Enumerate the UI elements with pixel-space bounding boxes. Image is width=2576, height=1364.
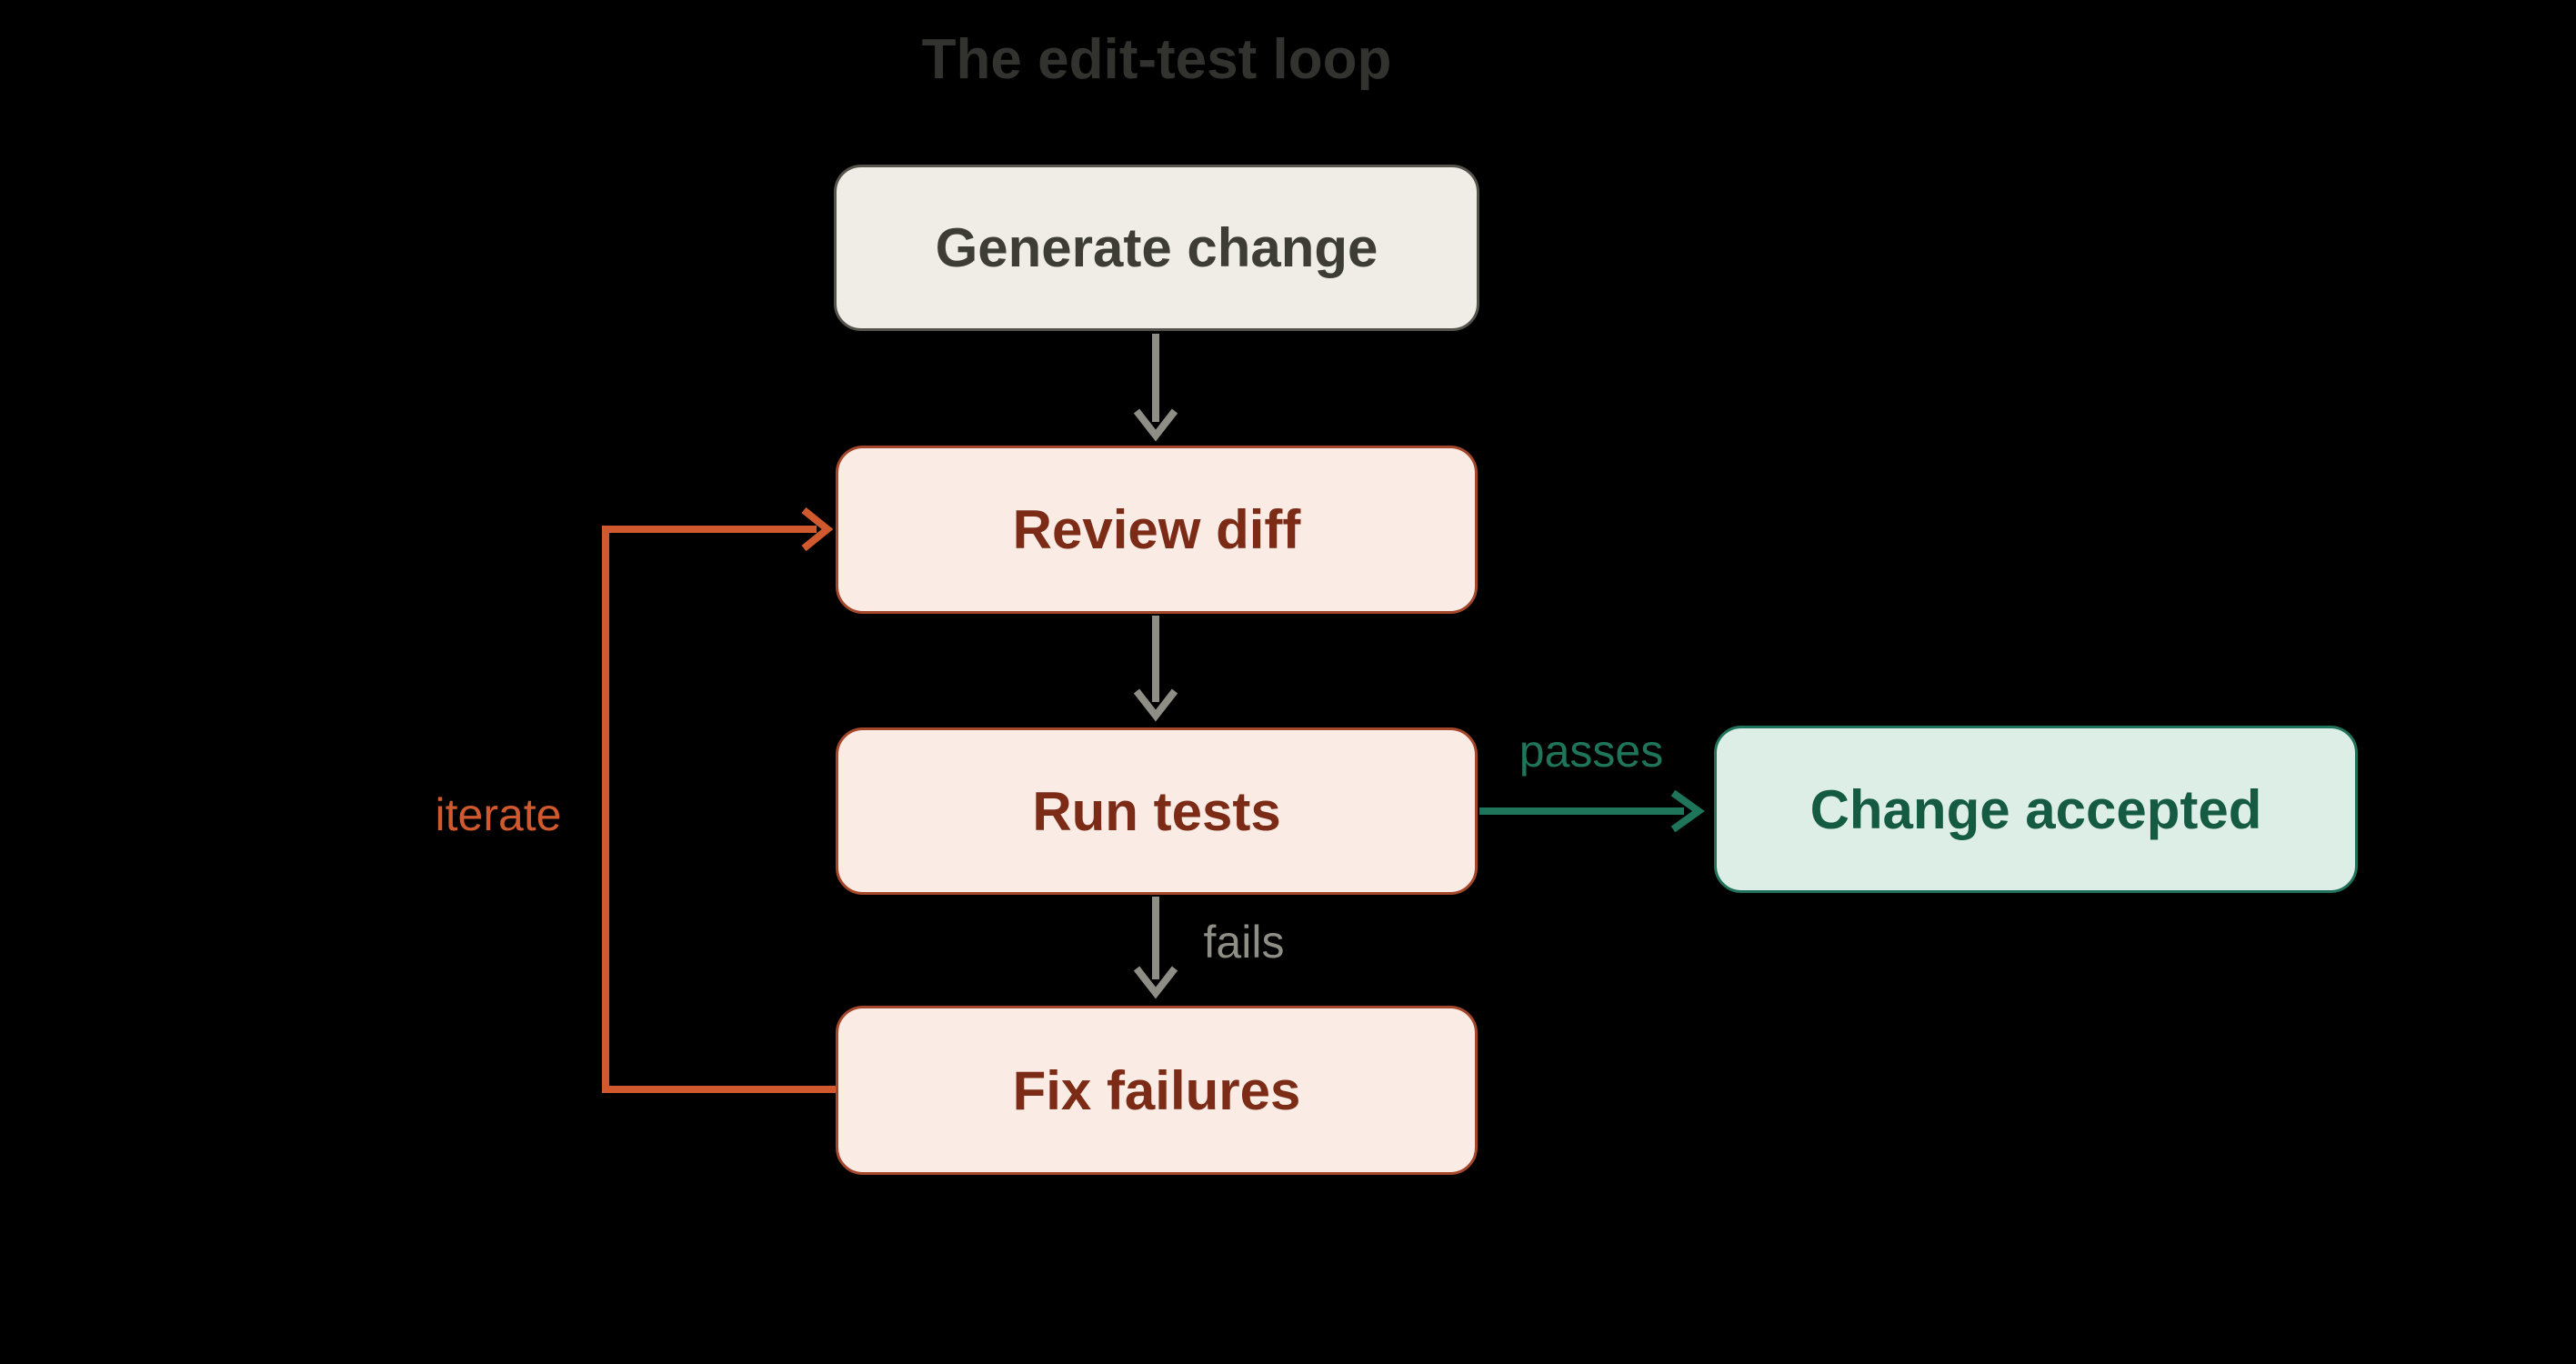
node-change-accepted-label: Change accepted: [1809, 778, 2262, 840]
node-generate-change: Generate change: [834, 165, 1479, 331]
edge-review-to-run-arrow: [1133, 616, 1178, 722]
node-run-tests-label: Run tests: [1032, 780, 1281, 842]
diagram-title: The edit-test loop: [921, 28, 1392, 91]
node-change-accepted: Change accepted: [1714, 726, 2358, 893]
edge-generate-to-review-arrow: [1133, 334, 1178, 442]
node-run-tests: Run tests: [836, 727, 1478, 895]
node-review-diff: Review diff: [836, 446, 1478, 614]
node-generate-change-label: Generate change: [935, 217, 1378, 278]
node-fix-failures: Fix failures: [836, 1006, 1478, 1175]
edge-label-fails: fails: [1203, 917, 1285, 968]
node-review-diff-label: Review diff: [1012, 499, 1301, 560]
edge-run-to-accepted-arrow: [1479, 789, 1705, 833]
node-fix-failures-label: Fix failures: [1012, 1059, 1301, 1121]
edge-run-to-fix-arrow: [1133, 897, 1178, 999]
edge-label-iterate: iterate: [435, 789, 562, 840]
edge-label-passes: passes: [1519, 726, 1664, 777]
edge-fix-to-review-loop-arrow: [602, 506, 837, 1093]
